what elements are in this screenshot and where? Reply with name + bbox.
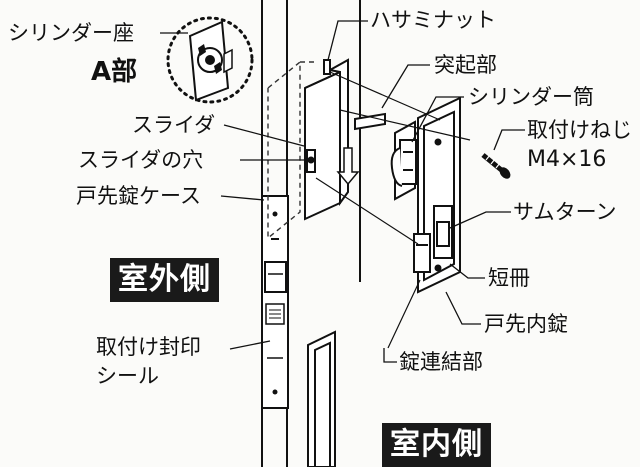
label-cylinder-tube: シリンダー筒 (468, 85, 594, 109)
assembly-guide-lines (315, 71, 471, 349)
tag-outdoor-side: 室外側 (110, 258, 219, 302)
label-part-a: A部 (91, 57, 138, 87)
down-arrow (336, 147, 360, 186)
door-lock-case-plate (261, 195, 289, 409)
label-seal-line1: 取付け封印 (96, 335, 201, 359)
label-mounting-screw: 取付けねじ (527, 118, 632, 142)
label-cylinder-seat: シリンダー座 (8, 21, 134, 45)
label-seal: 取付け封印 シール (96, 333, 201, 391)
slider-part (306, 149, 316, 173)
label-thumb-turn: サムターン (513, 200, 617, 224)
label-slider: スライダ (132, 113, 216, 137)
label-screw-spec: M4×16 (527, 147, 607, 172)
mounting-screw (481, 153, 511, 179)
leader-lines (160, 20, 525, 363)
label-hasami-nut: ハサミナット (370, 8, 496, 32)
label-strip: 短冊 (488, 266, 530, 290)
label-inner-lock: 戸先内錠 (484, 312, 568, 336)
label-door-lock-case: 戸先錠ケース (76, 184, 201, 208)
label-slider-hole: スライダの穴 (78, 148, 204, 172)
lower-channel (307, 330, 336, 467)
label-lock-connection: 錠連結部 (399, 350, 483, 374)
dashed-outline (267, 60, 316, 240)
tag-indoor-side: 室内側 (382, 423, 491, 467)
strip-piece (354, 112, 386, 131)
label-seal-line2: シール (96, 364, 159, 388)
inner-lock-assembly (390, 96, 461, 294)
cylinder-seat-detail (166, 16, 254, 104)
label-protrusion: 突起部 (434, 53, 497, 77)
